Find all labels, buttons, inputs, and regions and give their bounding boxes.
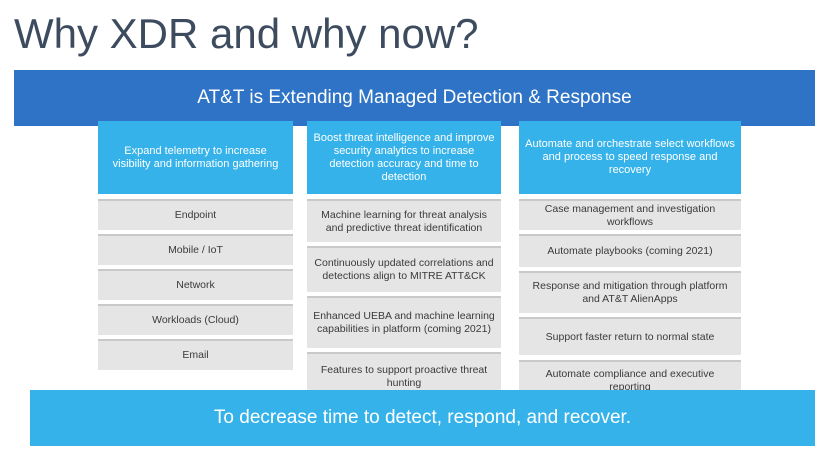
column-1-item: Mobile / IoT — [98, 234, 293, 265]
footer-text: To decrease time to detect, respond, and… — [213, 407, 632, 428]
column-1-item: Network — [98, 269, 293, 300]
column-1-item: Workloads (Cloud) — [98, 304, 293, 335]
column-2-item: Enhanced UEBA and machine learning capab… — [307, 296, 501, 348]
column-2-item: Machine learning for threat analysis and… — [307, 199, 501, 242]
column-2-header: Boost threat intelligence and improve se… — [307, 121, 501, 194]
column-1-header: Expand telemetry to increase visibility … — [98, 121, 293, 194]
column-3-item: Support faster return to normal state — [519, 317, 741, 355]
column-2-item: Continuously updated correlations and de… — [307, 246, 501, 292]
slide-title: Why XDR and why now? — [14, 10, 479, 57]
column-1-item: Email — [98, 339, 293, 370]
column-3-item: Response and mitigation through platform… — [519, 271, 741, 313]
column-3-item: Automate playbooks (coming 2021) — [519, 234, 741, 267]
column-1-item: Endpoint — [98, 199, 293, 230]
banner: AT&T is Extending Managed Detection & Re… — [14, 70, 815, 126]
footer-banner: To decrease time to detect, respond, and… — [30, 390, 815, 446]
column-3-header: Automate and orchestrate select workflow… — [519, 121, 741, 194]
banner-text: AT&T is Extending Managed Detection & Re… — [197, 87, 632, 108]
column-3-item: Case management and investigation workfl… — [519, 199, 741, 230]
